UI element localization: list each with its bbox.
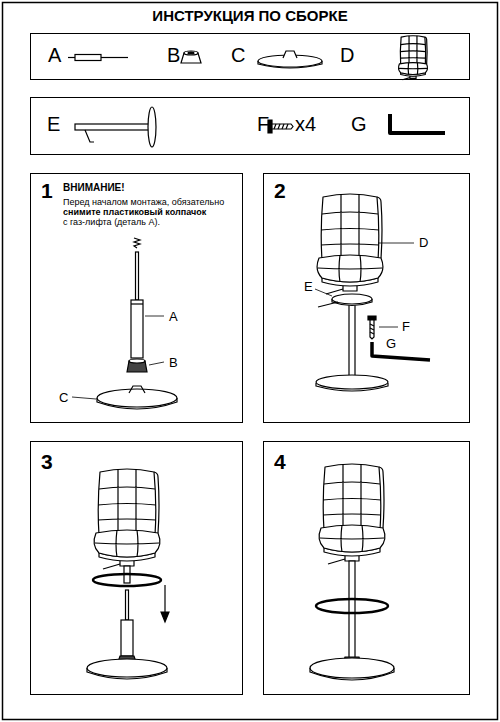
step4-illustration bbox=[310, 464, 394, 680]
step3-illustration bbox=[94, 469, 160, 569]
step1-illustration bbox=[72, 238, 177, 409]
step-panel: 2D E FG bbox=[263, 173, 470, 423]
note-text: Перед началом монтажа, обязательно bbox=[63, 197, 224, 207]
callout-letter: F bbox=[402, 320, 410, 335]
bushing-part bbox=[184, 51, 198, 55]
column-part bbox=[75, 107, 156, 147]
step1-illustration bbox=[97, 389, 177, 407]
step2-illustration bbox=[372, 342, 430, 360]
hex-key-part bbox=[390, 114, 445, 133]
seat-part bbox=[399, 36, 428, 80]
gas-lift-part bbox=[68, 57, 75, 58]
part-letter: F bbox=[257, 113, 269, 136]
step2-illustration bbox=[315, 289, 332, 296]
step-panel: 4 bbox=[263, 441, 470, 695]
gas-lift-part bbox=[101, 57, 128, 58]
callout-letter: D bbox=[419, 236, 428, 251]
bushing-part bbox=[188, 52, 194, 54]
step3-illustration bbox=[161, 612, 169, 622]
step2-illustration bbox=[379, 327, 398, 328]
part-letter: A bbox=[48, 44, 61, 67]
screw-part bbox=[268, 120, 293, 133]
part-letter: C bbox=[231, 44, 245, 67]
step1-illustration bbox=[136, 252, 139, 300]
step2-illustration bbox=[378, 243, 414, 244]
step-panel: 3 bbox=[30, 441, 243, 695]
step1-illustration bbox=[72, 397, 96, 399]
callout-letter: G bbox=[386, 337, 396, 352]
step2-illustration bbox=[317, 194, 383, 294]
step1-illustration bbox=[131, 303, 143, 304]
step2-illustration bbox=[316, 375, 388, 389]
hex-key-part bbox=[390, 114, 445, 133]
step4-illustration bbox=[349, 561, 355, 660]
step1-illustration bbox=[145, 316, 164, 317]
step-panel: 1 ВНИМАНИЕ! Перед началом монтажа, обязате… bbox=[30, 173, 243, 423]
step3-illustration bbox=[87, 659, 167, 677]
base-part bbox=[258, 51, 322, 68]
callout-letter: A bbox=[169, 310, 178, 325]
step2-illustration bbox=[370, 324, 374, 334]
page-title: ИНСТРУКЦИЯ ПО СБОРКЕ bbox=[0, 7, 500, 24]
step4-illustration bbox=[316, 599, 388, 613]
step1-illustration bbox=[131, 300, 143, 358]
note-text: с газ-лифта (деталь А). bbox=[63, 217, 160, 227]
step4-illustration bbox=[310, 658, 394, 678]
column-part bbox=[148, 107, 156, 147]
callout-letter: C bbox=[59, 391, 68, 406]
column-part bbox=[85, 130, 94, 142]
step3-illustration bbox=[93, 574, 161, 586]
part-letter: G bbox=[351, 113, 367, 136]
step3-illustration bbox=[126, 590, 129, 620]
step2-illustration bbox=[318, 302, 338, 307]
quantity-label: x4 bbox=[295, 113, 316, 136]
step3-illustration bbox=[121, 620, 133, 656]
callout-letter: E bbox=[304, 280, 313, 295]
gas-lift-part bbox=[75, 55, 101, 61]
bushing-part bbox=[181, 53, 201, 63]
note-text: снимите пластиковый колпачок bbox=[63, 207, 206, 217]
parts-panel: E Fx4 G bbox=[30, 97, 470, 155]
warning-heading: ВНИМАНИЕ! bbox=[63, 182, 125, 194]
step1-illustration bbox=[134, 238, 140, 248]
step-number: 3 bbox=[41, 450, 53, 474]
step-number: 4 bbox=[274, 450, 286, 474]
step1-illustration bbox=[129, 359, 145, 363]
parts-panel: A B C D bbox=[30, 33, 470, 80]
part-letter: E bbox=[47, 113, 60, 136]
seat-part bbox=[399, 36, 428, 80]
screw-part bbox=[272, 124, 293, 129]
step1-illustration bbox=[149, 362, 164, 365]
bushing-part bbox=[181, 51, 201, 63]
step-number: 1 bbox=[41, 179, 53, 203]
callout-letter: B bbox=[169, 356, 178, 371]
part-letter: D bbox=[340, 44, 354, 67]
step4-illustration bbox=[319, 464, 385, 564]
step3-illustration bbox=[164, 585, 165, 614]
step2-illustration bbox=[349, 301, 355, 378]
screw-part bbox=[274, 124, 288, 129]
page-border bbox=[3, 3, 498, 720]
part-letter: B bbox=[167, 44, 180, 67]
step2-illustration bbox=[370, 320, 374, 339]
column-part bbox=[75, 124, 151, 130]
step2-illustration bbox=[315, 194, 430, 391]
step-number: 2 bbox=[274, 179, 286, 203]
step1-illustration bbox=[129, 386, 145, 393]
step3-illustration bbox=[87, 469, 169, 679]
base-part bbox=[283, 51, 297, 58]
gas-lift-part bbox=[68, 55, 128, 61]
